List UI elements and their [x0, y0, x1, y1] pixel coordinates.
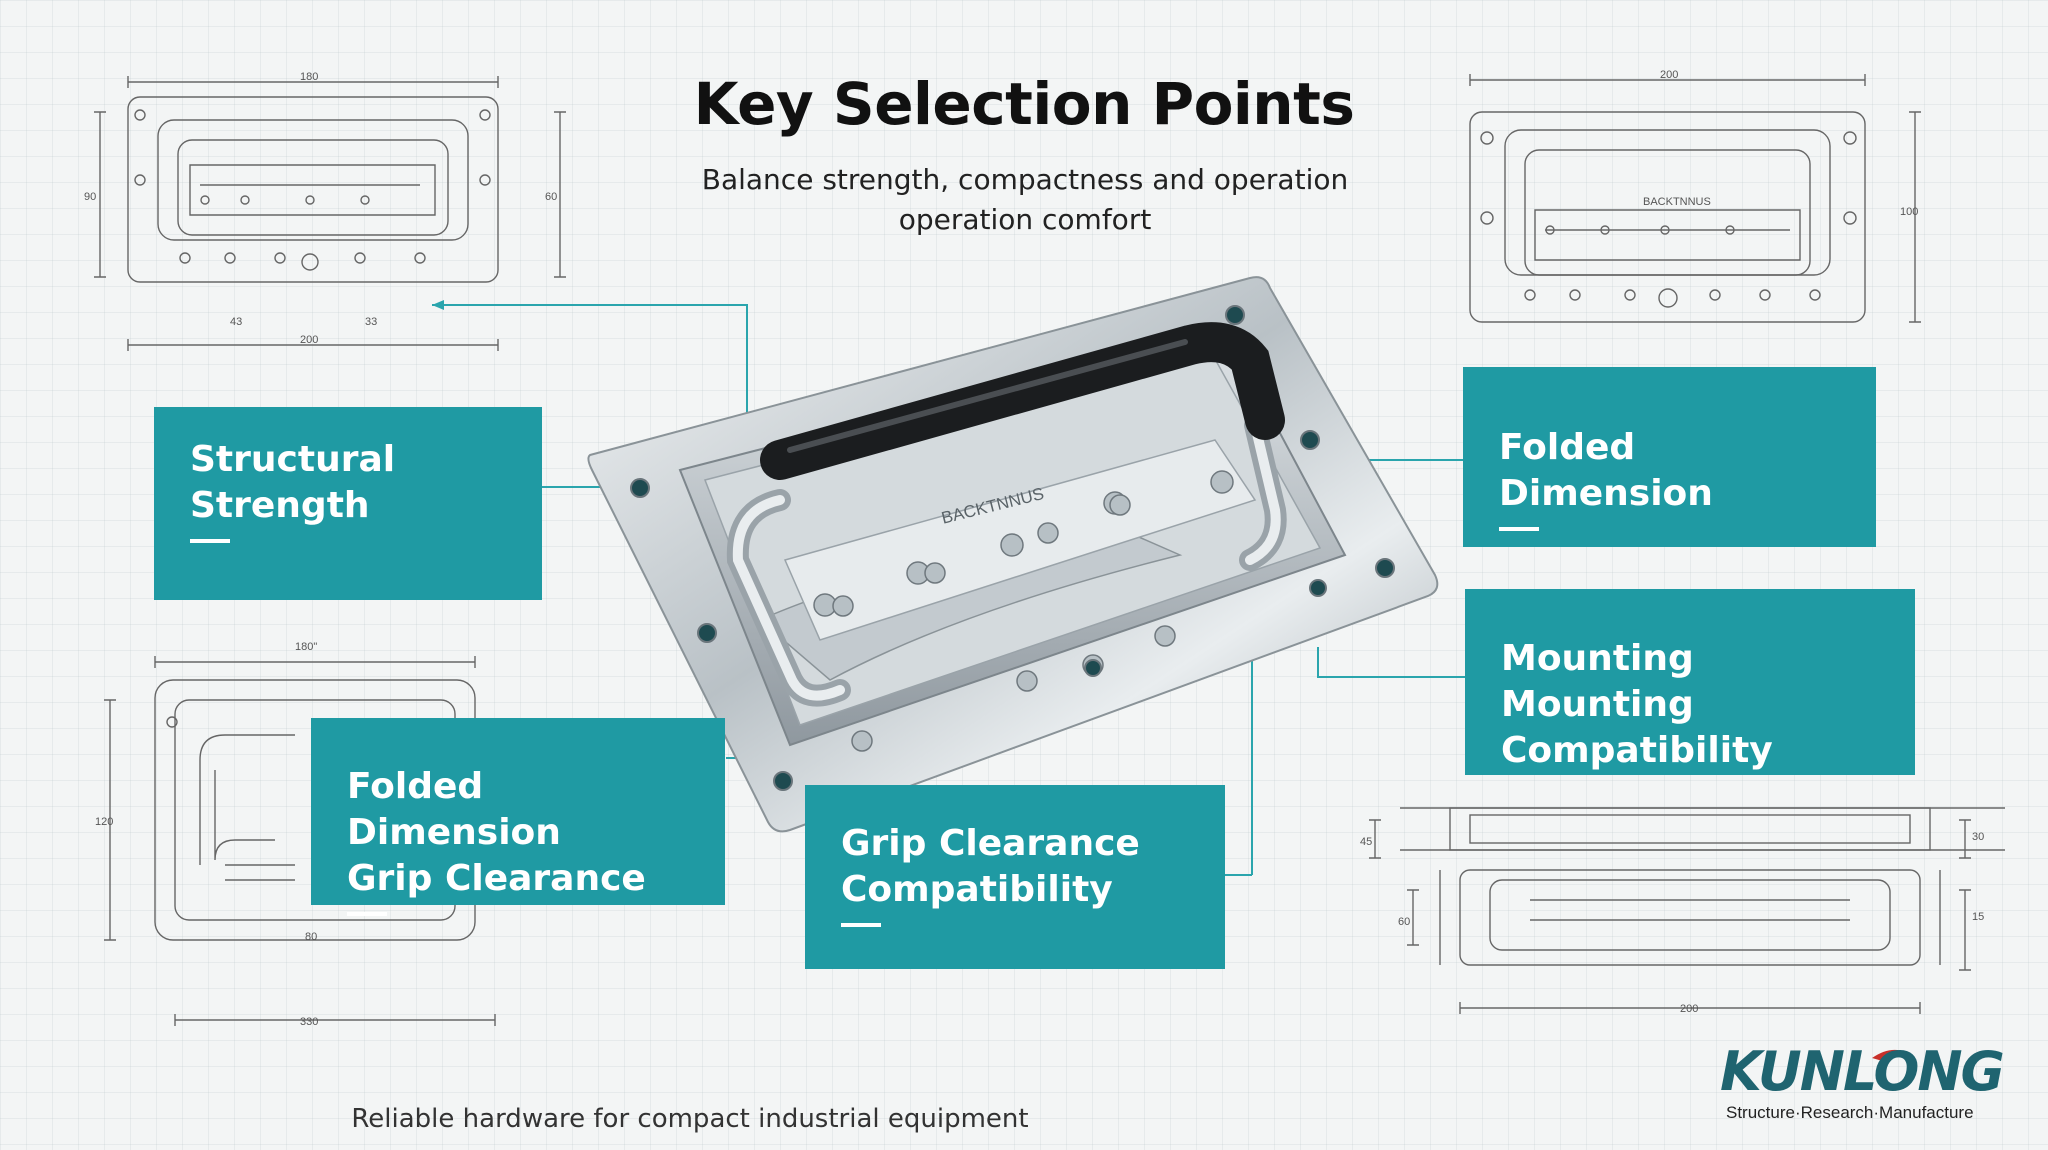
drawing-top-right: [1469, 74, 1921, 323]
card-structural-strength: Structural Strength: [154, 407, 542, 600]
brand-logo: KUNLONG Structure·Research·Manufacture: [1720, 1040, 2020, 1122]
subtitle-line: operation comfort: [898, 203, 1152, 236]
dim-label: 200: [1660, 69, 1678, 81]
footer-tagline: Reliable hardware for compact industrial…: [351, 1104, 1029, 1134]
dim-label: 60: [1398, 916, 1410, 928]
dim-label: 200: [300, 334, 318, 346]
subtitle-line: Balance strength, compactness and operat…: [701, 163, 1349, 196]
dim-label: 100: [1900, 206, 1918, 218]
dim-label: 330: [300, 1016, 318, 1028]
card-underline: [347, 912, 387, 916]
arrow-icon: [432, 300, 444, 310]
dim-label: 200: [1680, 1003, 1698, 1015]
dim-label: 60: [545, 191, 557, 203]
product-handle: BACKTNNUS: [587, 276, 1439, 833]
card-folded-dimension: Folded Dimension: [1463, 367, 1876, 547]
card-grip-clearance-compatibility: Grip Clearance Compatibility: [805, 785, 1225, 969]
card-label: Structural Strength: [190, 439, 396, 526]
logo-name: KUNLONG: [1720, 1040, 2005, 1103]
drawing-top-left: [94, 76, 566, 351]
card-underline: [190, 539, 230, 543]
dim-label: 45: [1360, 836, 1372, 848]
card-label: Folded Dimension: [1499, 427, 1713, 514]
logo-swoosh-icon: [1872, 1049, 1910, 1062]
card-label: Grip Clearance Compatibility: [841, 823, 1140, 910]
drawing-marking: BACKTNNUS: [1643, 196, 1711, 208]
dim-label: 80: [305, 931, 317, 943]
page-subtitle: Balance strength, compactness and operat…: [690, 160, 1360, 240]
dim-label: 43: [230, 316, 242, 328]
logo-tagline: Structure·Research·Manufacture: [1726, 1103, 1974, 1122]
dim-label: 15: [1972, 911, 1984, 923]
dim-label: 33: [365, 316, 377, 328]
dim-label: 180: [300, 71, 318, 83]
drawing-bottom-right: [1369, 807, 2005, 1014]
card-folded-dimension-grip-clearance: Folded Dimension Grip Clearance: [311, 718, 725, 916]
dim-label: 120: [95, 816, 113, 828]
page-title: Key Selection Points: [693, 70, 1355, 138]
card-mounting-compatibility: Mounting Mounting Compatibility: [1465, 589, 1915, 775]
card-underline: [1499, 527, 1539, 531]
card-label: Mounting Mounting Compatibility: [1501, 638, 1773, 771]
dim-label: 90: [84, 191, 96, 203]
dim-label: 180": [295, 641, 317, 653]
card-label: Folded Dimension Grip Clearance: [347, 766, 646, 899]
card-underline: [841, 923, 881, 927]
dim-label: 30: [1972, 831, 1984, 843]
